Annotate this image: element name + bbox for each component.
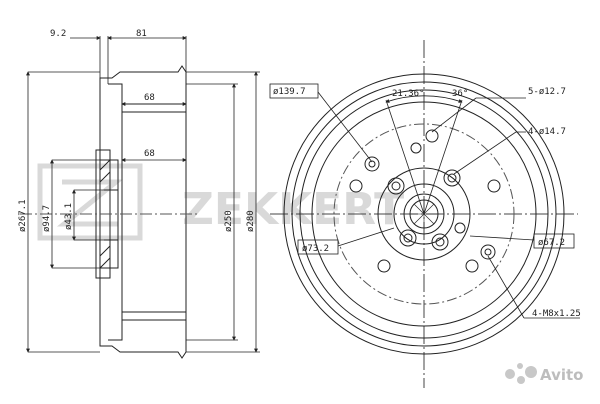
bolt-holes [387, 169, 461, 251]
front-view-dimensions [269, 83, 580, 319]
dim-280: ø280 [246, 210, 256, 232]
front-view-labels: ø139.7 21.36° 36° 5-ø12.7 4-ø14.7 ø73.2 … [273, 87, 581, 319]
dim-5-holes: 5-ø12.7 [528, 87, 566, 97]
side-view-dimensions [26, 36, 260, 353]
corner-watermark-text: Avito [540, 366, 583, 384]
side-view-labels: 9.2 81 68 68 ø267.1 ø94.7 ø43.1 ø250 ø28… [18, 29, 256, 232]
corner-watermark: Avito [505, 363, 583, 384]
dim-angle-36: 36° [452, 89, 468, 99]
dim-9-2: 9.2 [50, 29, 66, 39]
dim-73-2: ø73.2 [302, 244, 329, 254]
dim-94-7: ø94.7 [42, 205, 52, 232]
dim-thread: 4-M8x1.25 [532, 309, 581, 319]
dim-angle-21-36: 21.36° [392, 89, 425, 99]
brand-watermark: ZEKKERT [37, 163, 404, 241]
dim-81: 81 [136, 29, 147, 39]
dim-139-7: ø139.7 [273, 87, 306, 97]
avito-logo-icon [505, 363, 537, 384]
dim-250: ø250 [224, 210, 234, 232]
dim-4-holes: 4-ø14.7 [528, 127, 566, 137]
dim-267-1: ø267.1 [18, 199, 28, 232]
dim-67-2: ø67.2 [538, 238, 565, 248]
dim-68-b: 68 [144, 149, 155, 159]
dim-43-1: ø43.1 [64, 203, 74, 230]
dim-68-a: 68 [144, 93, 155, 103]
